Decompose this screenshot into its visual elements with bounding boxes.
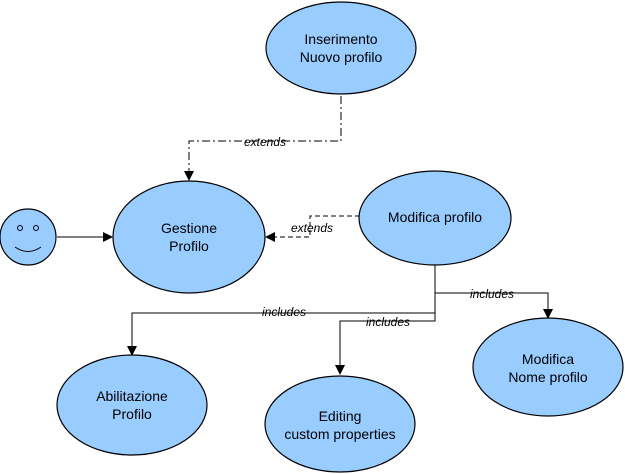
svg-text:Modifica: Modifica xyxy=(522,351,574,367)
use-case-modifica-nome-profilo: Modifica Nome profilo xyxy=(472,317,624,417)
includes-label-middle: includes xyxy=(366,315,410,329)
use-case-inserimento-nuovo-profilo: Inserimento Nuovo profilo xyxy=(265,1,417,95)
includes-label-left: includes xyxy=(262,305,306,319)
extends-label-top: extends xyxy=(244,135,286,149)
svg-text:Nome profilo: Nome profilo xyxy=(508,369,588,385)
use-case-abilitazione-profilo: Abilitazione Profilo xyxy=(56,354,208,456)
svg-text:custom properties: custom properties xyxy=(284,426,395,442)
svg-text:Profilo: Profilo xyxy=(112,406,152,422)
includes-connector-abilitazione xyxy=(127,265,436,356)
svg-text:Modifica profilo: Modifica profilo xyxy=(388,209,482,225)
includes-connector-editing xyxy=(335,313,436,375)
svg-text:Inserimento: Inserimento xyxy=(304,31,377,47)
includes-connector-modifica-nome xyxy=(435,292,553,319)
extends-label-right: extends xyxy=(291,221,333,235)
use-case-gestione-profilo: Gestione Profilo xyxy=(112,180,266,294)
actor-smiley-icon xyxy=(0,208,57,266)
svg-text:Profilo: Profilo xyxy=(169,238,209,254)
svg-text:Nuovo profilo: Nuovo profilo xyxy=(300,49,383,65)
use-case-modifica-profilo: Modifica profilo xyxy=(358,170,512,266)
svg-text:Editing: Editing xyxy=(319,408,362,424)
extends-connector-modifica xyxy=(265,215,360,242)
use-case-editing-custom-properties: Editing custom properties xyxy=(264,375,416,473)
includes-label-right: includes xyxy=(470,287,514,301)
svg-text:Gestione: Gestione xyxy=(161,220,217,236)
svg-text:Abilitazione: Abilitazione xyxy=(96,388,168,404)
extends-connector-inserimento xyxy=(184,96,342,181)
